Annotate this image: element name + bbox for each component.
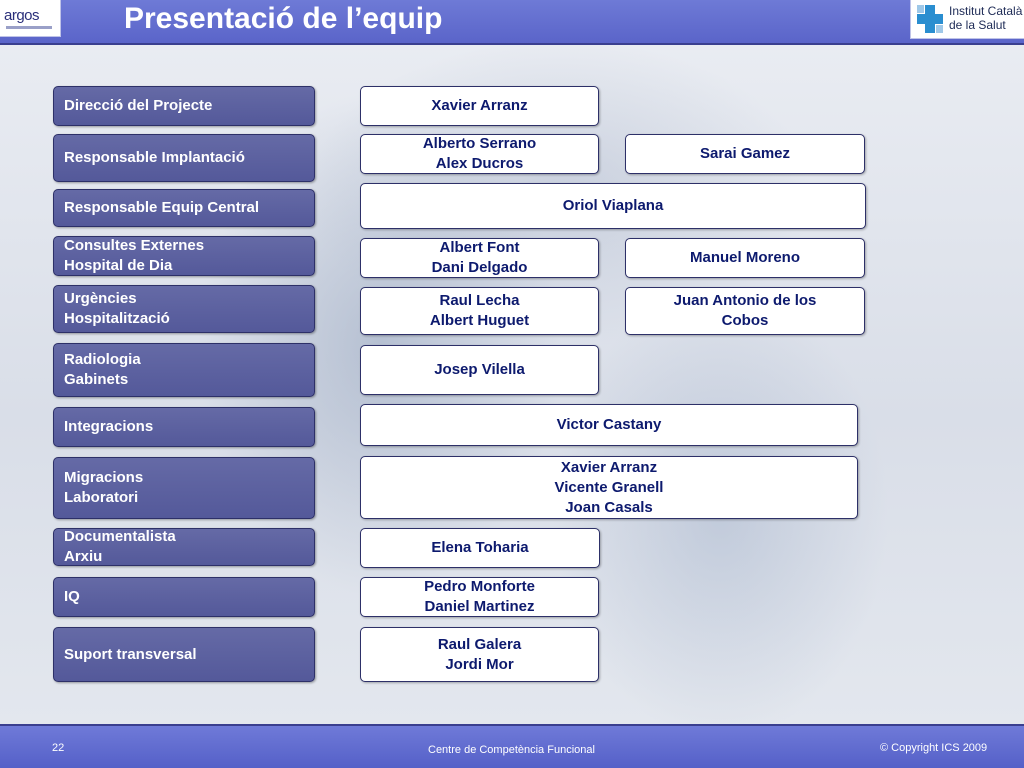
role-box-direccio: Direcció del Projecte [53,86,315,126]
team-box-documentalista: Elena Toharia [360,528,600,568]
role-box-suport: Suport transversal [53,627,315,682]
member-name: Alex Ducros [435,155,524,172]
team-box-integracions: Victor Castany [360,404,858,446]
team-box-urgencies-1: Raul Lecha Albert Huguet [360,287,599,335]
member-name: Oriol Viaplana [562,197,664,214]
role-box-consultes: Consultes Externes Hospital de Dia [53,236,315,276]
role-label-line: Documentalista [64,528,176,545]
argos-logo-text: argos [4,7,40,24]
role-label-line: Responsable Equip Central [64,199,260,216]
member-name: Albert Huguet [429,312,530,329]
role-label-line: Gabinets [64,371,129,388]
team-box-urgencies-2: Juan Antonio de los Cobos [625,287,865,335]
member-name: Raul Lecha [439,292,520,309]
member-name: Joan Casals [565,498,653,516]
member-name: Dani Delgado [431,259,528,276]
member-name: Cobos [721,312,769,329]
role-box-radiologia: Radiologia Gabinets [53,343,315,397]
slide-title: Presentació de l’equip [124,2,443,35]
team-box-suport: Raul Galera Jordi Mor [360,627,599,682]
role-label-line: Hospital de Dia [64,257,173,274]
member-name: Albert Font [439,239,520,256]
role-box-iq: IQ [53,577,315,617]
slide-header [0,0,1024,44]
ics-logo-line-2: de la Salut [949,18,1006,32]
team-box-iq: Pedro Monforte Daniel Martinez [360,577,599,617]
role-label-line: Responsable Implantació [64,149,245,166]
team-box-direccio: Xavier Arranz [360,86,599,126]
member-name: Pedro Monforte [424,578,535,595]
member-name: Xavier Arranz [431,97,528,114]
team-box-implantacio-2: Sarai Gamez [625,134,865,174]
role-label-line: Consultes Externes [64,237,205,254]
member-name: Josep Vilella [434,361,525,378]
member-name: Jordi Mor [445,655,514,673]
member-name: Juan Antonio de los [673,292,817,309]
member-name: Sarai Gamez [699,145,791,162]
role-box-urgencies: Urgències Hospitalització [53,285,315,333]
ics-logo-text: Institut Català de la Salut [949,4,1022,32]
member-name: Manuel Moreno [689,249,800,266]
slide-footer: 22 Centre de Competència Funcional © Cop… [0,724,1024,768]
member-name: Elena Toharia [431,539,529,556]
ics-logo: Institut Català de la Salut [910,0,1024,39]
role-box-integracions: Integracions [53,407,315,447]
ics-cross-icon [915,3,945,35]
copyright-text: © Copyright ICS 2009 [880,742,988,754]
role-label-line: Direcció del Projecte [64,97,213,114]
role-label-line: IQ [64,588,80,605]
argos-logo: argos [0,0,61,37]
ics-logo-line-1: Institut Català [949,4,1023,18]
role-box-equip-central: Responsable Equip Central [53,189,315,227]
team-box-implantacio-1: Alberto Serrano Alex Ducros [360,134,599,174]
team-box-equip-central: Oriol Viaplana [360,183,866,229]
role-label-line: Migracions [64,469,144,486]
role-label-line: Arxiu [64,548,103,565]
argos-logo-underline [6,26,52,29]
role-label-line: Laboratori [64,489,139,506]
role-label-line: Suport transversal [64,645,197,663]
member-name: Alberto Serrano [422,135,537,152]
role-box-implantacio: Responsable Implantació [53,134,315,182]
role-label-line: Hospitalització [64,310,170,327]
member-name: Daniel Martinez [424,598,535,615]
member-name: Raul Galera [437,635,522,653]
team-box-migracions: Xavier Arranz Vicente Granell Joan Casal… [360,456,858,519]
team-box-radiologia: Josep Vilella [360,345,599,395]
header-divider [0,43,1024,45]
role-label-line: Radiologia [64,351,141,368]
footer-center-text: Centre de Competència Funcional [428,744,595,756]
member-name: Xavier Arranz [560,458,658,476]
role-box-migracions: Migracions Laboratori [53,457,315,519]
member-name: Victor Castany [556,416,662,433]
member-name: Vicente Granell [554,478,664,496]
role-label-line: Urgències [64,290,137,307]
page-number: 22 [52,742,65,754]
team-box-consultes-2: Manuel Moreno [625,238,865,278]
role-box-documentalista: Documentalista Arxiu [53,528,315,566]
team-box-consultes-1: Albert Font Dani Delgado [360,238,599,278]
role-label-line: Integracions [64,418,154,435]
